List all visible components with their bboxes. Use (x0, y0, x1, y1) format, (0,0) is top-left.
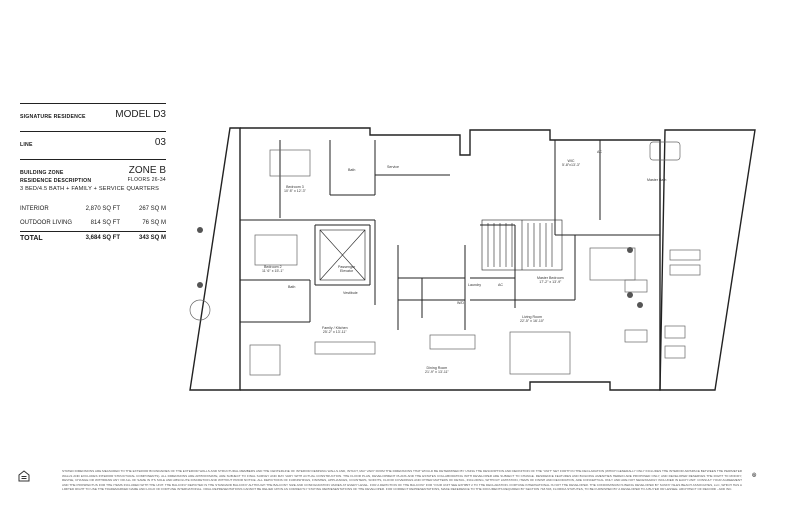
zone-label: BUILDING ZONE (20, 170, 64, 176)
right-balcony-outline (659, 129, 756, 391)
room-bath-a: Bath (348, 168, 356, 172)
area-table: INTERIOR 2,870 SQ FT 267 SQ M OUTDOOR LI… (20, 203, 166, 246)
lounge-chair-b (624, 329, 648, 343)
sun-lounger-a (669, 249, 701, 261)
master-bed (589, 247, 636, 281)
furniture (189, 141, 701, 376)
area-row-interior: INTERIOR 2,870 SQ FT 267 SQ M (20, 206, 166, 212)
bed-3 (269, 149, 311, 177)
model-name: MODEL D3 (115, 109, 166, 120)
room-ac-a: AC (597, 150, 602, 154)
area-row-total: TOTAL 3,684 SQ FT 343 SQ M (20, 231, 166, 246)
interior-walls (240, 140, 660, 330)
unit-info-panel: SIGNATURE RESIDENCE MODEL D3 LINE 03 BUI… (20, 103, 166, 192)
room-ac-b: AC (498, 283, 503, 287)
zone-value: ZONE B (128, 165, 166, 176)
lounge-chair-a (624, 279, 648, 293)
room-laundry: Laundry (468, 283, 481, 287)
outdoor-table (189, 299, 211, 321)
left-balcony-outline (189, 127, 241, 391)
zone-row: BUILDING ZONE ZONE B FLOORS 26-34 (20, 159, 166, 192)
room-master-bath: Master Bath (647, 178, 667, 182)
outdoor-chair-b (664, 345, 686, 359)
brand-logo: ◎ (752, 472, 757, 478)
room-vestibule: Vestibule (343, 291, 358, 295)
bathtub (649, 141, 681, 161)
sun-lounger-b (669, 264, 701, 276)
area-row-outdoor: OUTDOOR LIVING 814 SQ FT 76 SQ M (20, 220, 166, 226)
outdoor-chair-a (664, 325, 686, 339)
line-label: LINE (20, 142, 33, 148)
residence-title: RESIDENCE DESCRIPTION (20, 178, 92, 184)
plants (197, 227, 643, 308)
dining-table (429, 334, 476, 350)
line-value: 03 (154, 137, 166, 148)
equal-housing-icon (18, 470, 30, 482)
line-row: LINE 03 (20, 131, 166, 159)
elevator-shaft (319, 229, 366, 281)
signature-label: SIGNATURE RESIDENCE (20, 114, 86, 120)
floor-plan (189, 127, 756, 391)
model-row: SIGNATURE RESIDENCE MODEL D3 (20, 103, 166, 131)
floors-value: FLOORS 26-34 (127, 177, 166, 183)
corner-sofa (249, 344, 281, 376)
residence-description: RESIDENCE DESCRIPTION 3 BED/4.5 BATH + F… (20, 178, 220, 192)
legal-disclaimer: STATED DIMENSIONS ARE MEASURED TO THE EX… (62, 469, 742, 492)
room-wd: W/D (457, 301, 464, 305)
room-bath-b: Bath (288, 285, 296, 289)
stairs (481, 219, 563, 271)
kitchen-island (314, 341, 376, 355)
bed-2 (254, 234, 298, 266)
residence-summary: 3 BED/4.5 BATH + FAMILY + SERVICE QUARTE… (20, 186, 160, 192)
living-seating (509, 331, 571, 375)
room-service: Service (387, 165, 399, 169)
exterior-walls (189, 127, 756, 391)
main-outline (240, 127, 661, 391)
